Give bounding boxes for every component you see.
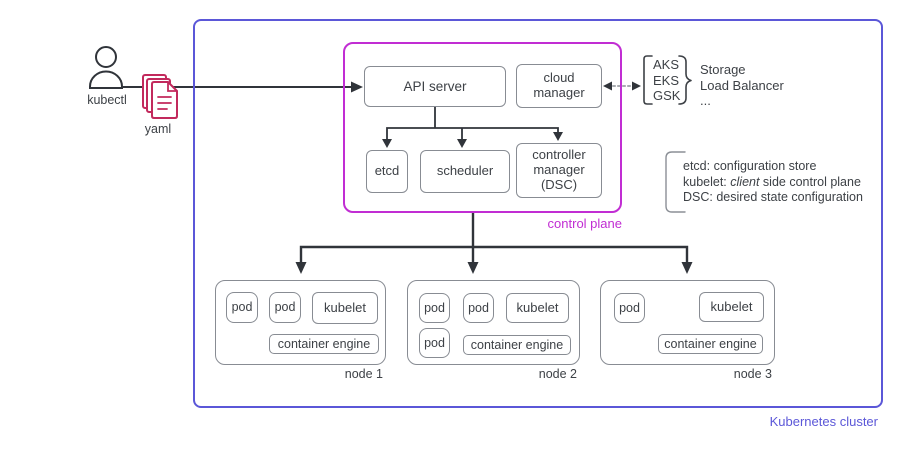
node-3-label: node 3 [733,367,772,381]
kubelet-box: kubelet [312,292,378,324]
pod-box: pod [614,293,645,323]
control-plane-label: control plane [547,216,622,231]
node-2-box: pod pod kubelet pod container engine [407,280,580,365]
pod-box: pod [269,292,301,323]
kubectl-user-icon [89,46,123,89]
pod-box: pod [419,328,450,358]
kubelet-box: kubelet [699,292,764,322]
controller-manager-label: controller manager (DSC) [532,147,586,192]
api-server-box: API server [364,66,506,107]
controller-manager-box: controller manager (DSC) [516,143,602,198]
yaml-files-icon [142,74,178,119]
provider-item: AKS [653,57,680,72]
container-engine-box: container engine [269,334,379,354]
node-3-box: pod kubelet container engine [600,280,775,365]
yaml-label: yaml [144,122,172,136]
cloud-resources-list: Storage Load Balancer ... [700,62,784,109]
kubelet-box: kubelet [506,293,569,323]
node-2-label: node 2 [538,367,577,381]
control-plane-boundary [343,42,622,213]
kubernetes-cluster-label: Kubernetes cluster [769,414,878,429]
pod-box: pod [226,292,258,323]
cloud-providers-list: AKS EKS GSK [653,57,680,104]
legend-notes: etcd: configuration store kubelet: clien… [683,159,863,206]
container-engine-box: container engine [463,335,571,355]
node-1-label: node 1 [344,367,383,381]
pod-box: pod [419,293,450,323]
resource-item: ... [700,93,711,108]
kubectl-label: kubectl [87,93,127,107]
container-engine-box: container engine [658,334,763,354]
legend-line: DSC: desired state configuration [683,190,863,204]
resource-item: Storage [700,62,746,77]
pod-box: pod [463,293,494,323]
provider-item: EKS [653,72,680,88]
etcd-box: etcd [366,150,408,193]
cloud-manager-box: cloud manager [516,64,602,108]
node-1-box: pod pod kubelet container engine [215,280,386,365]
legend-line: kubelet: client side control plane [683,174,861,189]
legend-line: etcd: configuration store [683,159,817,173]
resource-item: Load Balancer [700,77,784,93]
kubernetes-cluster-boundary [193,19,883,408]
cloud-manager-label: cloud manager [533,70,585,100]
provider-item: GSK [653,88,681,103]
scheduler-box: scheduler [420,150,510,193]
